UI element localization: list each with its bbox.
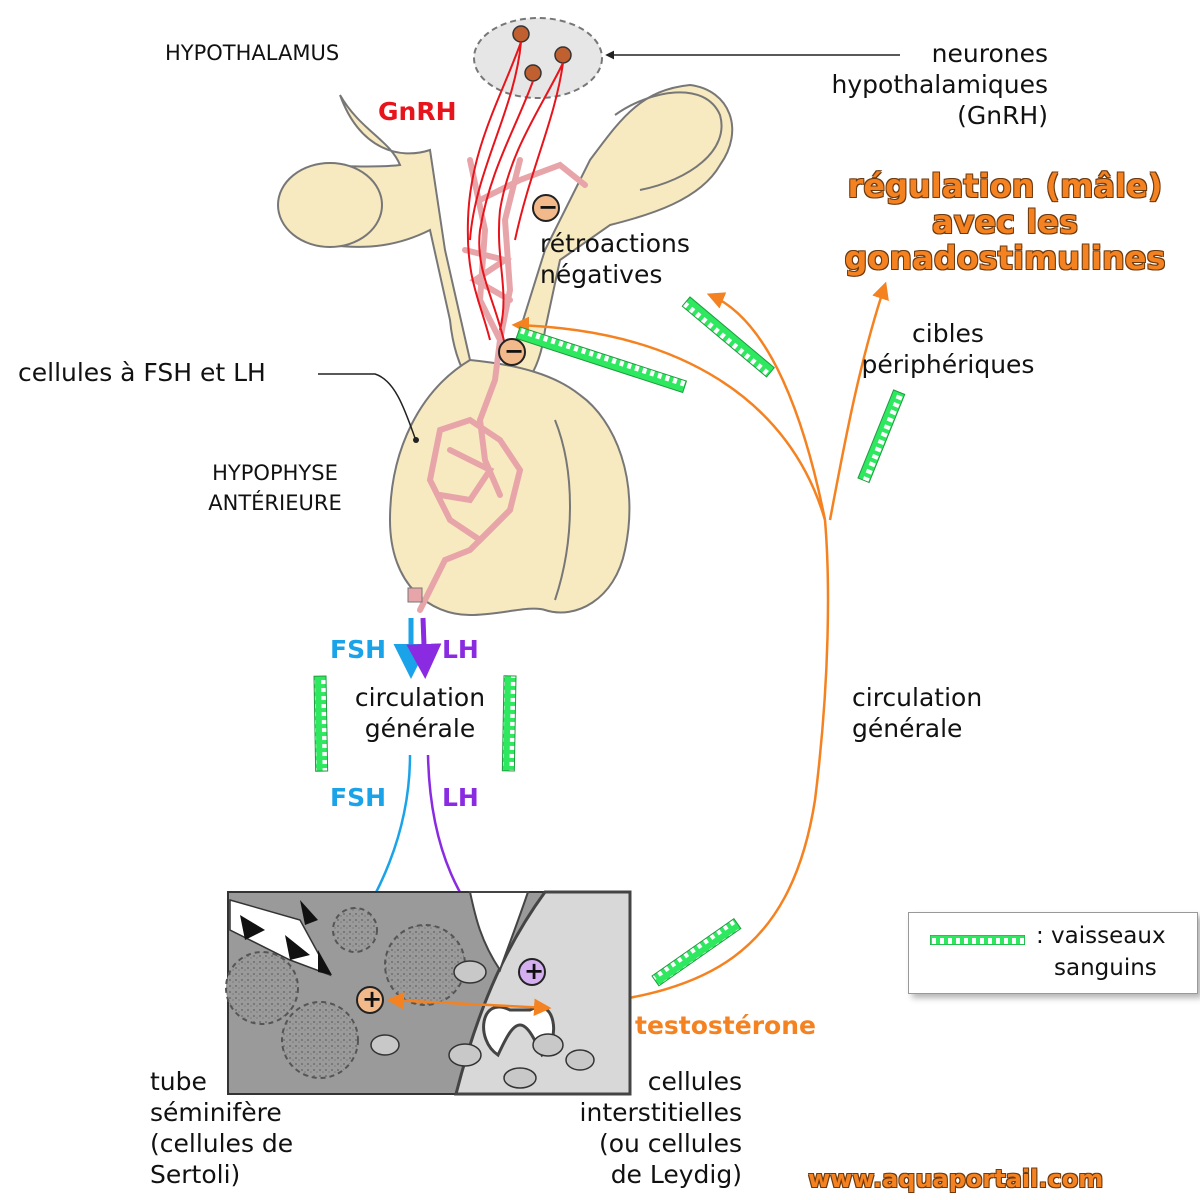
sertoli-cell — [370, 1034, 400, 1056]
fsh-label-bottom: FSH — [330, 783, 387, 812]
legend — [908, 912, 1198, 994]
gnrh-axons — [466, 41, 564, 346]
testis-section — [225, 890, 632, 1096]
seminiferous-tube-label: tube séminifère (cellules de Sertoli) — [150, 1067, 294, 1189]
vessel-segment — [313, 675, 329, 772]
hypothalamus-label: HYPOTHALAMUS — [165, 41, 340, 65]
neurons-label: neurones hypothalamiques (GnRH) — [831, 39, 1048, 130]
testosterone-pathway — [511, 281, 889, 1007]
pituitary-label: HYPOPHYSE ANTÉRIEURE — [208, 461, 342, 515]
gnrh-label: GnRH — [378, 97, 457, 126]
minus-sign-2: − — [504, 337, 525, 365]
fsh-label-top: FSH — [330, 635, 387, 664]
vessel-segment — [857, 389, 906, 484]
neuron-cell — [524, 64, 542, 82]
feedback-label: rétroactions négatives — [540, 229, 690, 289]
minus-sign-1: − — [538, 193, 559, 221]
diagram-title: régulation (mâle) avec les gonadostimuli… — [844, 167, 1166, 277]
portal-capillaries — [417, 157, 588, 613]
lh-label-top: LH — [442, 635, 479, 664]
vessel-segment — [651, 917, 742, 987]
leydig-cell — [565, 1049, 595, 1071]
plus-badge-leydig — [518, 958, 546, 986]
legend-label: : vaisseaux sanguins — [1036, 923, 1166, 981]
local-testosterone-arrow — [386, 991, 552, 1017]
legend-vessel-icon — [930, 935, 1025, 945]
blood-vessels — [313, 296, 1026, 987]
minus-badge-hypothalamus — [532, 194, 560, 222]
watermark: www.aquaportail.com — [808, 1165, 1104, 1193]
vessel-segment — [501, 675, 517, 772]
lh-label-bottom: LH — [442, 783, 479, 812]
plus-sign-sertoli: + — [362, 985, 383, 1013]
interstitial-cells-label: cellules interstitielles (ou cellules de… — [579, 1067, 742, 1189]
minus-badge-pituitary — [498, 338, 526, 366]
vessel-segment — [515, 326, 688, 394]
leydig-cell — [448, 1043, 482, 1067]
plus-badge-sertoli — [356, 986, 384, 1014]
testosterone-label: testostérone — [635, 1011, 816, 1040]
fsh-lh-cells-label: cellules à FSH et LH — [18, 358, 266, 387]
fsh-lh-cells-pointer-dot — [413, 437, 419, 443]
fsh-lh-cells-pointer — [318, 373, 416, 439]
anterior-pituitary — [388, 358, 631, 617]
plus-sign-leydig: + — [524, 957, 545, 985]
portal-vessel-outlet — [407, 587, 423, 603]
neuron-cell — [554, 46, 572, 64]
peripheral-targets-label: cibles périphériques — [861, 319, 1035, 379]
hypothalamus-structure — [277, 83, 734, 397]
leydig-cell — [453, 960, 487, 984]
neuron-cluster — [473, 17, 603, 99]
neuron-cell — [512, 25, 530, 43]
circulation-left-label: circulation générale — [354, 683, 486, 743]
vessel-segment — [681, 296, 775, 378]
leydig-cell — [532, 1033, 564, 1057]
leydig-cell — [503, 1067, 537, 1089]
circulation-right-label: circulation générale — [852, 683, 983, 743]
